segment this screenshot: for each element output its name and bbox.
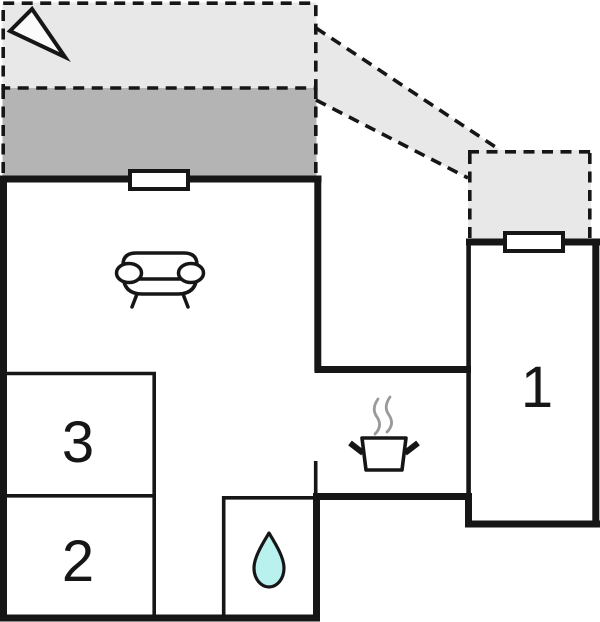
dashed-boundaries — [1, 1, 592, 240]
windows — [128, 169, 565, 253]
sofa-icon — [114, 251, 206, 309]
window-living-room — [128, 169, 190, 191]
entry-terrace-area — [468, 150, 591, 240]
terrace-shaded-area — [2, 88, 317, 178]
room-2-label: 2 — [62, 529, 94, 594]
walkway-bottom-dashed — [315, 98, 469, 180]
sofa-armrest-left — [114, 261, 144, 285]
pot-handle-right — [403, 440, 420, 456]
cooking-pot — [360, 436, 408, 472]
sofa-leg-right — [181, 292, 190, 309]
steam-lines — [372, 395, 393, 436]
sofa-leg-left — [130, 292, 139, 309]
walkway-area — [316, 28, 500, 178]
stove-icon — [348, 395, 420, 472]
terrace-dashed-outline — [1, 1, 318, 90]
sofa-armrest-right — [176, 261, 206, 285]
interior-walls — [3, 242, 471, 618]
water-drop-icon — [252, 531, 286, 589]
room-3-label: 3 — [62, 410, 94, 475]
room-1-label: 1 — [521, 355, 553, 420]
exterior-walls — [0, 175, 600, 622]
outdoor-areas — [2, 2, 591, 240]
window-room-1 — [503, 231, 565, 253]
north-arrow-icon — [6, 5, 71, 62]
pot-handle-left — [348, 440, 365, 456]
